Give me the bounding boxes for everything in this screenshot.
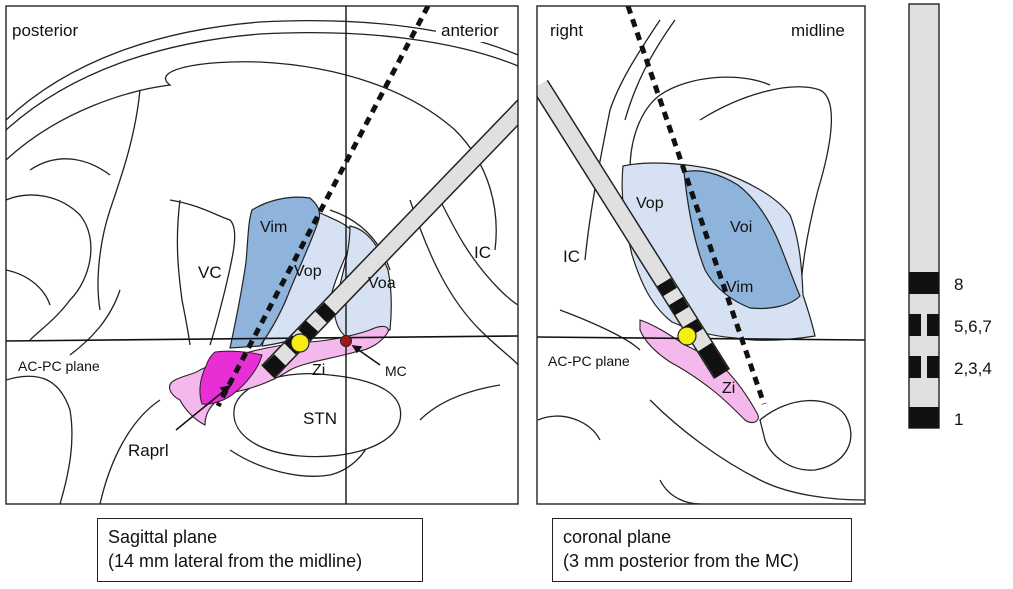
coronal-acpc-label: AC-PC plane	[548, 353, 630, 369]
coronal-caption: coronal plane (3 mm posterior from the M…	[552, 518, 852, 582]
sagittal-vim-label: Vim	[260, 219, 287, 236]
sagittal-caption-line2: (14 mm lateral from the midline)	[108, 551, 363, 571]
legend-label-5-6-7: 5,6,7	[954, 317, 992, 336]
sagittal-pointer-arrows	[175, 345, 381, 431]
legend-label-1: 1	[954, 410, 963, 429]
coronal-caption-line1: coronal plane	[563, 527, 672, 547]
coronal-midline-label: midline	[791, 21, 845, 40]
coronal-electrode	[537, 79, 731, 380]
sagittal-acpc-line	[6, 335, 518, 342]
coronal-target-marker	[677, 326, 697, 346]
coronal-voi-region	[683, 170, 801, 310]
sagittal-acpc-label: AC-PC plane	[18, 358, 100, 374]
sagittal-panel-frame	[5, 5, 519, 505]
legend-label-2-3-4: 2,3,4	[954, 359, 992, 378]
sagittal-ic-label: IC	[474, 243, 491, 262]
legend-label-8: 8	[954, 275, 963, 294]
coronal-vop-label: Vop	[636, 195, 664, 212]
sagittal-voa-label: Voa	[368, 275, 396, 292]
sagittal-vc-label: VC	[198, 263, 222, 282]
coronal-zi-region	[639, 319, 759, 424]
coronal-zi-label: Zi	[722, 380, 735, 397]
sagittal-target-marker	[290, 333, 310, 353]
vim-region	[229, 196, 321, 349]
sagittal-caption-line1: Sagittal plane	[108, 527, 218, 547]
sagittal-caption: Sagittal plane (14 mm lateral from the m…	[97, 518, 423, 582]
sagittal-zi-label: Zi	[312, 362, 325, 379]
coronal-trajectory-dotted	[625, 6, 767, 405]
mc-marker	[340, 335, 352, 347]
sagittal-vop-label: Vop	[294, 263, 322, 280]
electrode-legend: 8 5,6,7 2,3,4 1	[908, 3, 992, 429]
sagittal-outlines	[6, 19, 518, 504]
coronal-right-label: right	[550, 21, 583, 40]
sagittal-panel: VC Vim Vop Voa IC Zi MC STN Raprl AC-PC …	[5, 5, 519, 505]
sagittal-mc-label: MC	[385, 363, 407, 379]
coronal-panel-frame	[536, 5, 866, 505]
coronal-caption-line2: (3 mm posterior from the MC)	[563, 551, 800, 571]
coronal-outlines	[537, 19, 865, 504]
coronal-ic-label: IC	[563, 247, 580, 266]
coronal-vim-label: Vim	[726, 279, 753, 296]
sagittal-stn-label: STN	[303, 409, 337, 428]
sagittal-posterior-label: posterior	[12, 21, 78, 40]
legend-contact-8	[909, 272, 939, 294]
coronal-voi-label: Voi	[730, 219, 752, 236]
sagittal-raprl-label: Raprl	[128, 441, 169, 460]
coronal-panel: IC Vop Voi Vim Zi AC-PC plane right midl…	[536, 5, 866, 505]
legend-contact-1	[909, 407, 939, 428]
sagittal-anterior-label: anterior	[441, 21, 499, 40]
sagittal-trajectory-dotted	[215, 6, 431, 408]
